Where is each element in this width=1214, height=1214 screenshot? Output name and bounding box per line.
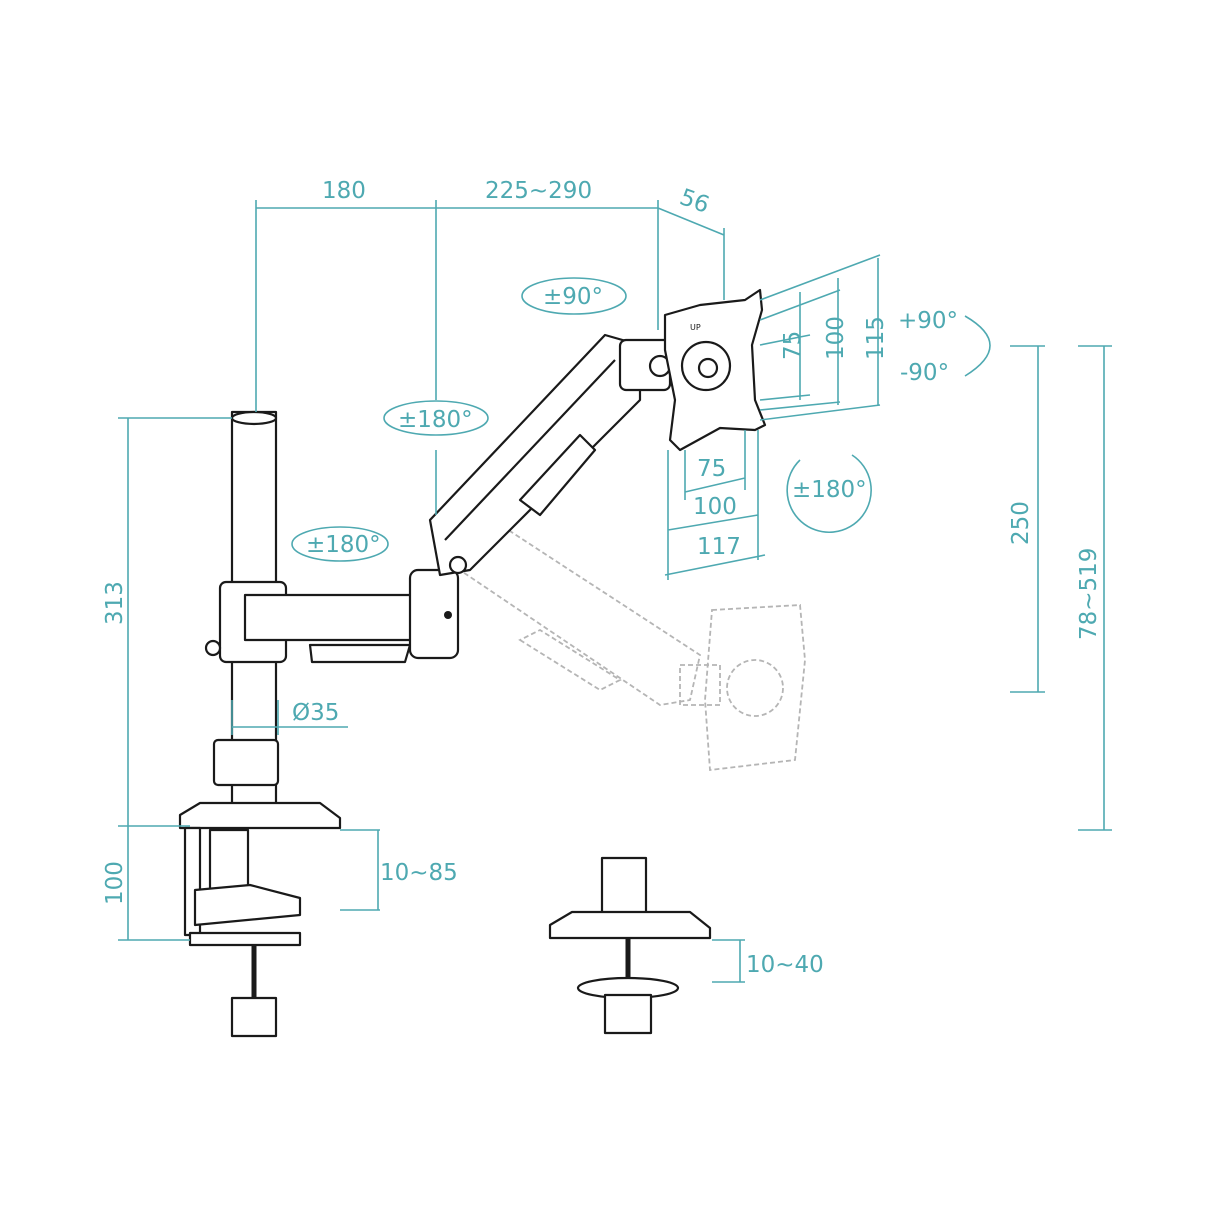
- rotate-arrow-icon: [786, 454, 872, 534]
- dim-plate-h-115: 115: [863, 316, 889, 360]
- dim-clamp-range: 10~85: [380, 860, 458, 886]
- dim-grommet-range: 10~40: [746, 952, 824, 978]
- upper-arm: [428, 333, 672, 577]
- dim-pole-to-elbow: 180: [322, 178, 366, 204]
- tilt-arrow-icon: [964, 315, 991, 377]
- grommet-base: [548, 856, 712, 1035]
- dim-vesa-h-75: 75: [780, 331, 806, 360]
- lower-arm: [204, 568, 460, 664]
- dim-vesa-h-100: 100: [823, 316, 849, 360]
- clamp-base: [178, 801, 342, 1038]
- pole: [212, 410, 280, 812]
- elbow-swivel-arrow-icon: [383, 400, 489, 436]
- rot-tilt-up: +90°: [898, 308, 958, 334]
- rotation-indicators: [291, 277, 991, 562]
- rot-arm-swivel: ±90°: [543, 284, 603, 310]
- rot-rotate: ±180°: [792, 477, 867, 503]
- dimension-lines: [118, 200, 1112, 983]
- dim-vesa-w-75: 75: [697, 456, 726, 482]
- arm-swivel-arrow-icon: [521, 277, 627, 315]
- rot-elbow-swivel: ±180°: [398, 407, 473, 433]
- plate-up-marking: UP: [690, 323, 701, 332]
- dim-plate-w-117: 117: [697, 534, 741, 560]
- dim-pole-height: 313: [102, 581, 128, 625]
- rot-base-swivel: ±180°: [306, 532, 381, 558]
- base-swivel-arrow-icon: [291, 526, 389, 562]
- dim-height-range: 78~519: [1076, 548, 1102, 640]
- vesa-plate: UP: [663, 288, 767, 452]
- dim-arm-length: 225~290: [485, 178, 592, 204]
- dim-pole-diameter: Ø35: [292, 700, 339, 726]
- dim-height-travel: 250: [1008, 501, 1034, 545]
- rot-tilt-down: -90°: [900, 360, 949, 386]
- dim-clamp-height: 100: [102, 861, 128, 905]
- dim-vesa-w-100: 100: [693, 494, 737, 520]
- dim-head-depth: 56: [676, 184, 712, 218]
